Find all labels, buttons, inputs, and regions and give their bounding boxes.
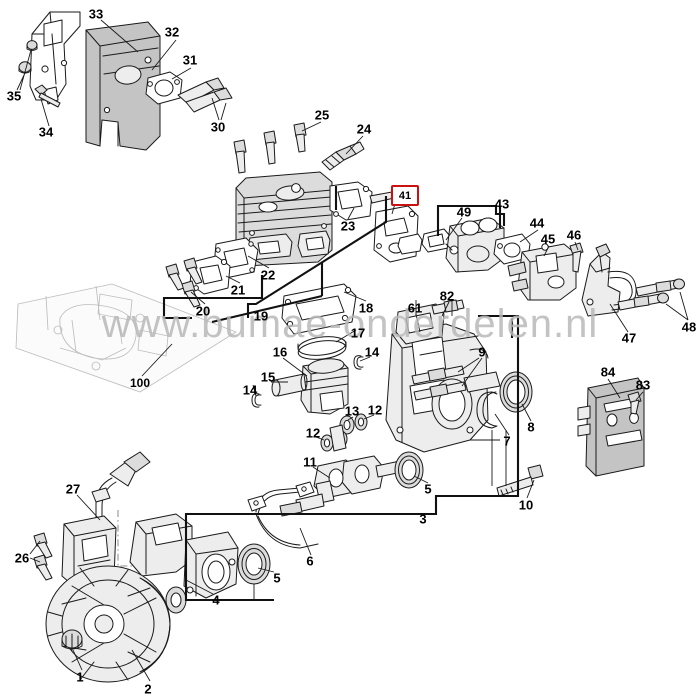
callout-label-45[interactable]: 45 <box>540 231 556 247</box>
callout-label-82[interactable]: 82 <box>439 288 455 304</box>
callout-label-5[interactable]: 5 <box>424 481 432 497</box>
callout-label-18[interactable]: 18 <box>358 300 374 316</box>
callout-label-21[interactable]: 21 <box>230 282 246 298</box>
callout-label-2[interactable]: 2 <box>144 681 152 697</box>
callout-label-13[interactable]: 13 <box>344 403 360 419</box>
callout-label-16[interactable]: 16 <box>272 344 288 360</box>
callout-label-34[interactable]: 34 <box>38 124 54 140</box>
callout-label-12[interactable]: 12 <box>305 425 321 441</box>
callout-label-1[interactable]: 1 <box>76 669 84 685</box>
callout-label-14[interactable]: 14 <box>364 344 380 360</box>
callout-label-44[interactable]: 44 <box>529 215 545 231</box>
callout-label-12[interactable]: 12 <box>367 402 383 418</box>
highlighted-part-41-badge[interactable]: 41 <box>391 185 419 206</box>
callout-label-61[interactable]: 61 <box>407 300 423 316</box>
callout-label-22[interactable]: 22 <box>260 267 276 283</box>
callout-label-27[interactable]: 27 <box>65 481 81 497</box>
callout-label-17[interactable]: 17 <box>350 325 366 341</box>
callout-label-32[interactable]: 32 <box>164 24 180 40</box>
callout-label-48[interactable]: 48 <box>681 319 697 335</box>
callout-label-8[interactable]: 8 <box>527 419 535 435</box>
callout-label-4[interactable]: 4 <box>212 592 220 608</box>
callout-label-30[interactable]: 30 <box>210 119 226 135</box>
callout-label-83[interactable]: 83 <box>635 377 651 393</box>
callout-label-10[interactable]: 10 <box>518 497 534 513</box>
callout-label-9[interactable]: 9 <box>478 344 486 360</box>
callout-label-43[interactable]: 43 <box>494 196 510 212</box>
callout-label-84[interactable]: 84 <box>600 364 616 380</box>
callout-label-20[interactable]: 20 <box>195 303 211 319</box>
callout-label-15[interactable]: 15 <box>260 369 276 385</box>
callout-label-7[interactable]: 7 <box>503 433 511 449</box>
callout-label-19[interactable]: 19 <box>253 308 269 324</box>
callout-label-46[interactable]: 46 <box>566 227 582 243</box>
callout-label-5[interactable]: 5 <box>273 570 281 586</box>
callout-label-35[interactable]: 35 <box>6 88 22 104</box>
callout-label-100[interactable]: 100 <box>129 376 151 390</box>
callout-label-14[interactable]: 14 <box>242 382 258 398</box>
callout-label-3[interactable]: 3 <box>419 511 427 527</box>
callout-label-33[interactable]: 33 <box>88 6 104 22</box>
callout-label-24[interactable]: 24 <box>356 121 372 137</box>
callout-label-6[interactable]: 6 <box>306 553 314 569</box>
callout-label-25[interactable]: 25 <box>314 107 330 123</box>
callout-label-31[interactable]: 31 <box>182 52 198 68</box>
callout-label-11[interactable]: 11 <box>303 454 317 470</box>
callout-label-23[interactable]: 23 <box>340 218 356 234</box>
callout-label-47[interactable]: 47 <box>621 330 637 346</box>
callout-label-26[interactable]: 26 <box>14 550 30 566</box>
callout-label-49[interactable]: 49 <box>456 204 472 220</box>
